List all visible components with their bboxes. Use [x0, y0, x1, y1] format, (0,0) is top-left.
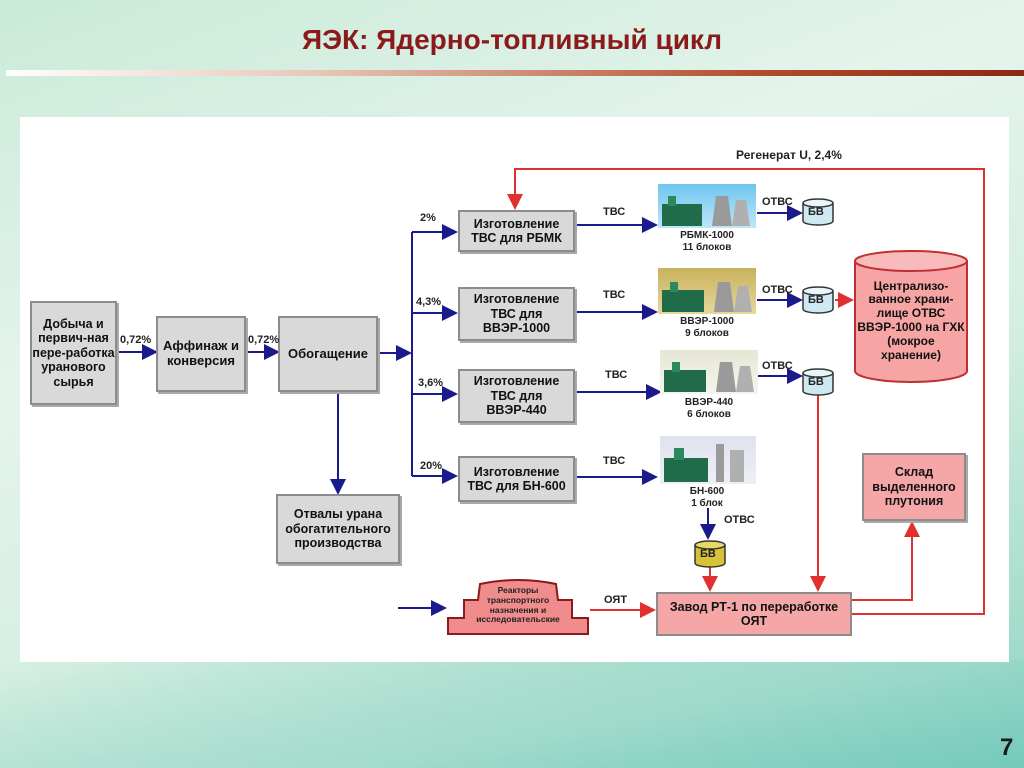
pct-label: 0,72% — [248, 334, 280, 346]
otvs-label: ОТВС — [724, 514, 755, 526]
pct-rbmk-label: 2% — [420, 212, 436, 224]
otvs-label: ОТВС — [762, 284, 793, 296]
vver440-plant-icon — [660, 350, 758, 394]
central-storage-cylinder-icon — [854, 250, 968, 383]
tvs-label: ТВС — [603, 289, 626, 301]
pct-vver1000-label: 4,3% — [416, 296, 442, 308]
bv-cylinder-icon — [802, 198, 834, 226]
regenerate-label: Регенерат U, 2,4% — [736, 148, 842, 162]
page-number: 7 — [1000, 734, 1014, 761]
bn600-caption: БН-600 1 блок — [662, 486, 752, 509]
bn600-plant-icon — [660, 436, 756, 484]
title-underline — [6, 70, 1024, 76]
bv-vver1000: БВ — [802, 286, 834, 314]
plutonium-store-box: Склад выделенного плутония — [862, 453, 966, 521]
rbmk-name: РБМК-1000 — [680, 230, 734, 241]
pct-vver440-label: 3,6% — [418, 377, 444, 389]
tvs-label: ТВС — [603, 455, 626, 467]
background-band — [0, 660, 1024, 768]
bv-vver440: БВ — [802, 368, 834, 396]
slide-title: ЯЭК: Ядерно-топливный цикл — [301, 24, 723, 55]
bv-cylinder-icon — [802, 368, 834, 396]
fab-bn600-box: Изготовление ТВС для БН-600 — [458, 456, 575, 502]
tails-box: Отвалы урана обогатительного производств… — [276, 494, 400, 564]
enrichment-box: Обогащение — [278, 316, 378, 392]
bv-label: БВ — [808, 206, 824, 218]
bv-cylinder-icon — [802, 286, 834, 314]
oyat-label: ОЯТ — [604, 594, 628, 606]
vver1000-units: 9 блоков — [685, 327, 729, 339]
bv-rbmk: БВ — [802, 198, 834, 226]
vver440-caption: ВВЭР-440 6 блоков — [664, 397, 754, 420]
transport-reactors: Реакторы транспортного назначения и иссл… — [446, 578, 590, 636]
pct-bn600-label: 20% — [420, 460, 443, 472]
refining-box: Аффинаж и конверсия — [156, 316, 246, 392]
fab-rbmk-box: Изготовление ТВС для РБМК — [458, 210, 575, 252]
bv-bn600: БВ — [694, 540, 726, 568]
bn600-units: 1 блок — [691, 497, 723, 509]
central-storage-label: Централизо-ванное храни-лище ОТВС ВВЭР-1… — [857, 278, 965, 362]
pct-label: 0,72% — [120, 334, 152, 346]
bv-label: БВ — [700, 548, 716, 560]
bv-label: БВ — [808, 294, 824, 306]
otvs-label: ОТВС — [762, 196, 793, 208]
transport-reactors-label: Реакторы транспортного назначения и иссл… — [476, 585, 560, 625]
tvs-label: ТВС — [603, 206, 626, 218]
vver1000-name: ВВЭР-1000 — [680, 316, 734, 327]
central-storage: Централизо-ванное храни-лище ОТВС ВВЭР-1… — [853, 249, 969, 385]
transport-reactor-shape-icon — [447, 579, 589, 635]
otvs-label: ОТВС — [762, 360, 793, 372]
vver1000-caption: ВВЭР-1000 9 блоков — [662, 316, 752, 339]
bv-label: БВ — [808, 376, 824, 388]
fab-vver1000-box: Изготовление ТВС для ВВЭР-1000 — [458, 287, 575, 341]
rbmk-units: 11 блоков — [682, 241, 732, 253]
fab-vver440-box: Изготовление ТВС для ВВЭР-440 — [458, 369, 575, 423]
rbmk-plant-icon — [658, 184, 756, 228]
vver440-units: 6 блоков — [687, 408, 731, 420]
rt1-plant-box: Завод РТ-1 по переработке ОЯТ — [656, 592, 852, 636]
bv-cylinder-icon — [694, 540, 726, 568]
bn600-name: БН-600 — [689, 486, 725, 497]
rbmk-caption: РБМК-1000 11 блоков — [662, 230, 752, 253]
mining-box: Добыча и первич-ная пере-работка ураново… — [30, 301, 117, 405]
vver1000-plant-icon — [658, 268, 756, 314]
tvs-label: ТВС — [605, 369, 628, 381]
vver440-name: ВВЭР-440 — [684, 397, 734, 408]
